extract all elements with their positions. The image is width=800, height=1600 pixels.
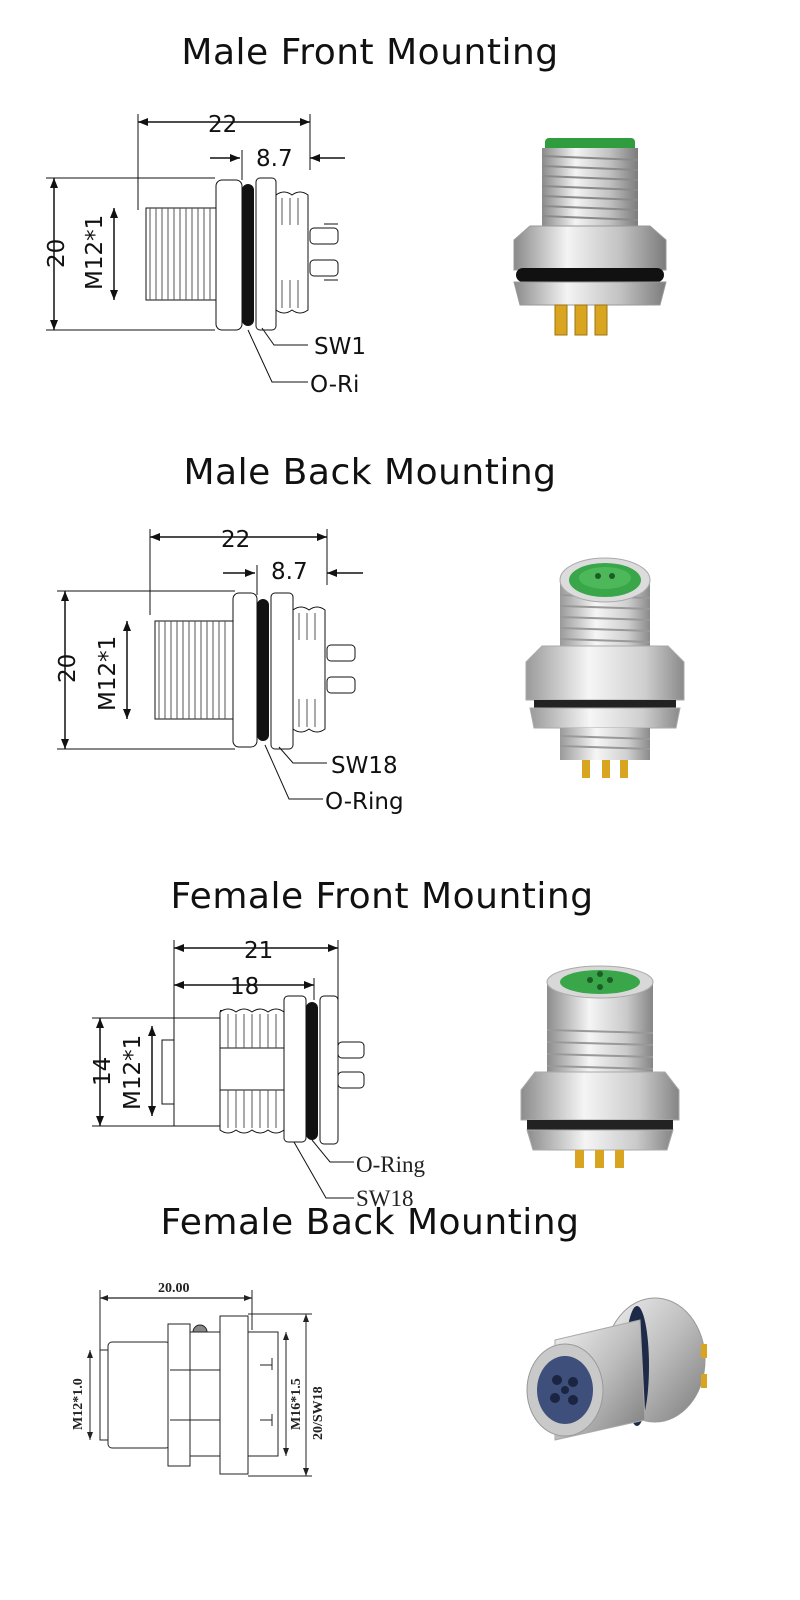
drawing-female-back: 20.00 M12*1.0 M16*1.5 20/SW18 [71, 1281, 326, 1477]
dim-length: 20.00 [158, 1281, 190, 1296]
label-oring: O-Ring [325, 789, 404, 815]
dim-flange: 8.7 [271, 559, 308, 585]
dim-length: 22 [221, 527, 250, 553]
drawing-male-back: 22 8.7 20 M12*1 SW18 O-Ring [55, 527, 404, 815]
product-photo-female-back [526, 1297, 707, 1441]
dim-height: 20 [44, 239, 70, 268]
dim-length: 22 [208, 112, 237, 138]
dim-thread: M12*1 [95, 636, 121, 711]
product-photo-female-front [520, 965, 680, 1168]
label-oring: O-Ring [356, 1152, 426, 1177]
label-wrench: SW18 [331, 753, 398, 779]
drawing-male-front: 22 8.7 20 M12*1 SW1 O-Ri [44, 112, 366, 398]
label-wrench: SW18 [356, 1186, 414, 1211]
dim-thread: M12*1 [82, 215, 108, 290]
section-title-female-front: Female Front Mounting [170, 876, 594, 917]
product-photo-male-front [513, 138, 667, 336]
dim-height: 20/SW18 [311, 1386, 326, 1440]
drawing-female-front: 21 18 14 M12*1 O-Ring SW18 [90, 938, 426, 1211]
dim-length: 21 [244, 938, 273, 964]
section-title-male-front: Male Front Mounting [181, 32, 559, 73]
dim-height: 14 [90, 1057, 116, 1086]
dim-thread: M12*1.0 [71, 1378, 86, 1430]
label-oring: O-Ri [310, 372, 359, 398]
dim-height: 20 [55, 654, 81, 683]
label-wrench: SW1 [314, 334, 366, 360]
dim-flange: 8.7 [256, 146, 293, 172]
dim-inner: 18 [230, 974, 259, 1000]
section-title-female-back: Female Back Mounting [160, 1202, 580, 1243]
product-photo-male-back [525, 557, 685, 778]
section-title-male-back: Male Back Mounting [183, 452, 557, 493]
dim-thread: M12*1 [120, 1035, 146, 1110]
dim-panel-thread: M16*1.5 [289, 1378, 304, 1430]
